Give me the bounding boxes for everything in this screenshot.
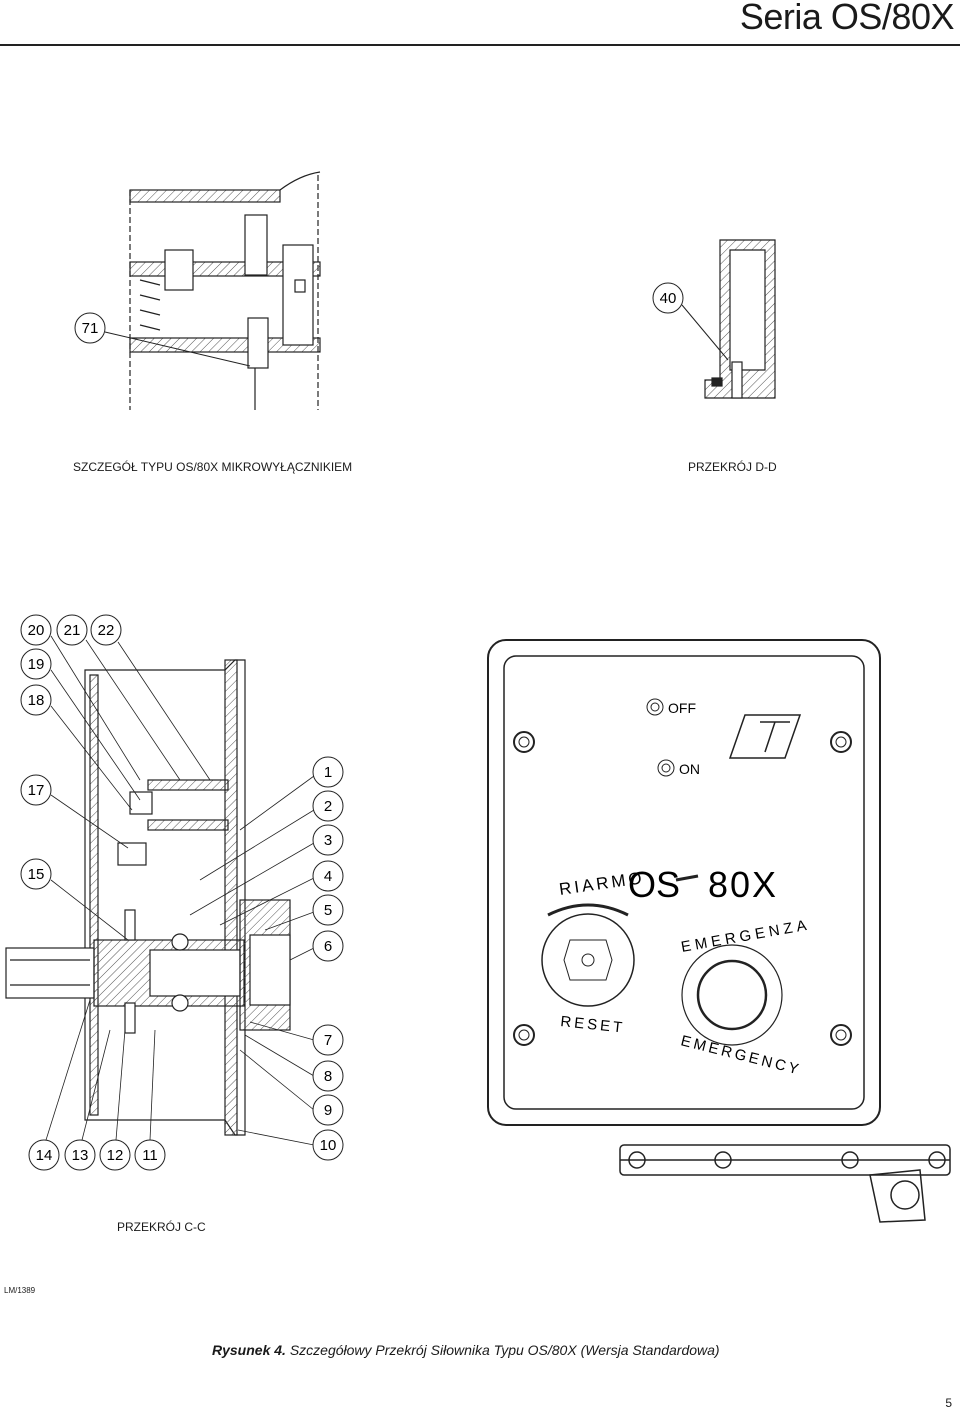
svg-text:22: 22 xyxy=(98,622,115,639)
svg-text:11: 11 xyxy=(142,1147,158,1164)
corner-screw-icons xyxy=(513,731,852,1046)
svg-text:13: 13 xyxy=(72,1147,89,1164)
svg-text:8: 8 xyxy=(324,1068,332,1085)
mounting-bracket xyxy=(619,1144,951,1223)
header-rule xyxy=(0,44,960,46)
svg-text:18: 18 xyxy=(28,692,45,709)
svg-text:12: 12 xyxy=(107,1147,124,1164)
svg-text:21: 21 xyxy=(64,622,81,639)
page-number: 5 xyxy=(945,1396,952,1410)
svg-text:7: 7 xyxy=(324,1032,332,1049)
svg-text:19: 19 xyxy=(28,656,45,673)
detail-microswitch-drawing xyxy=(129,171,321,410)
svg-text:3: 3 xyxy=(324,832,332,849)
svg-text:ON: ON xyxy=(679,761,700,777)
section-cc-callouts-top: 20 21 22 19 18 17 15 xyxy=(20,614,211,941)
emergency-button-icon xyxy=(681,944,783,1046)
svg-text:4: 4 xyxy=(324,868,332,885)
section-cc-drawing xyxy=(5,659,291,1136)
section-dd-drawing xyxy=(704,239,776,399)
svg-text:OFF: OFF xyxy=(668,700,696,716)
svg-text:2: 2 xyxy=(324,798,332,815)
drawing-reference: LM/1389 xyxy=(4,1286,36,1295)
on-indicator-icon xyxy=(657,759,675,777)
detail-caption: SZCZEGÓŁ TYPU OS/80X MIKROWYŁĄCZNIKIEM xyxy=(73,460,353,474)
page-header-title: Seria OS/80X xyxy=(739,0,955,37)
svg-text:20: 20 xyxy=(28,622,45,639)
section-dd-caption: PRZEKRÓJ D-D xyxy=(688,460,777,474)
brand-logo-icon xyxy=(728,714,802,759)
svg-text:40: 40 xyxy=(660,290,677,307)
svg-text:6: 6 xyxy=(324,938,332,955)
svg-text:17: 17 xyxy=(28,782,45,799)
section-cc-callouts-bottom: 14 13 12 11 xyxy=(28,999,166,1171)
svg-text:EMERGENCY: EMERGENCY xyxy=(679,1032,803,1078)
section-cc-caption: PRZEKRÓJ C-C xyxy=(117,1220,206,1234)
callout-71: 71 xyxy=(74,312,251,367)
svg-text:5: 5 xyxy=(324,902,332,919)
figure-caption-text: Szczegółowy Przekrój Siłownika Typu OS/8… xyxy=(289,1342,720,1358)
front-view-panel xyxy=(487,639,951,1223)
svg-text:1: 1 xyxy=(324,764,332,781)
callout-40: 40 xyxy=(652,282,729,361)
svg-text:OS: OS xyxy=(628,864,680,905)
svg-text:9: 9 xyxy=(324,1102,332,1119)
figure-caption-label: Rysunek 4. xyxy=(212,1342,286,1358)
svg-text:RESET: RESET xyxy=(560,1013,626,1037)
svg-text:71: 71 xyxy=(82,320,99,337)
svg-text:80X: 80X xyxy=(708,864,778,905)
svg-text:14: 14 xyxy=(36,1147,53,1164)
reset-knob-icon xyxy=(541,903,635,1007)
svg-text:EMERGENZA: EMERGENZA xyxy=(680,916,812,955)
section-cc-callouts-right: 1 2 3 4 5 6 7 8 9 10 xyxy=(189,756,344,1161)
figure-caption: Rysunek 4. Szczegółowy Przekrój Siłownik… xyxy=(212,1342,720,1358)
svg-text:15: 15 xyxy=(28,866,45,883)
svg-text:10: 10 xyxy=(320,1137,337,1154)
off-indicator-icon xyxy=(646,698,664,716)
